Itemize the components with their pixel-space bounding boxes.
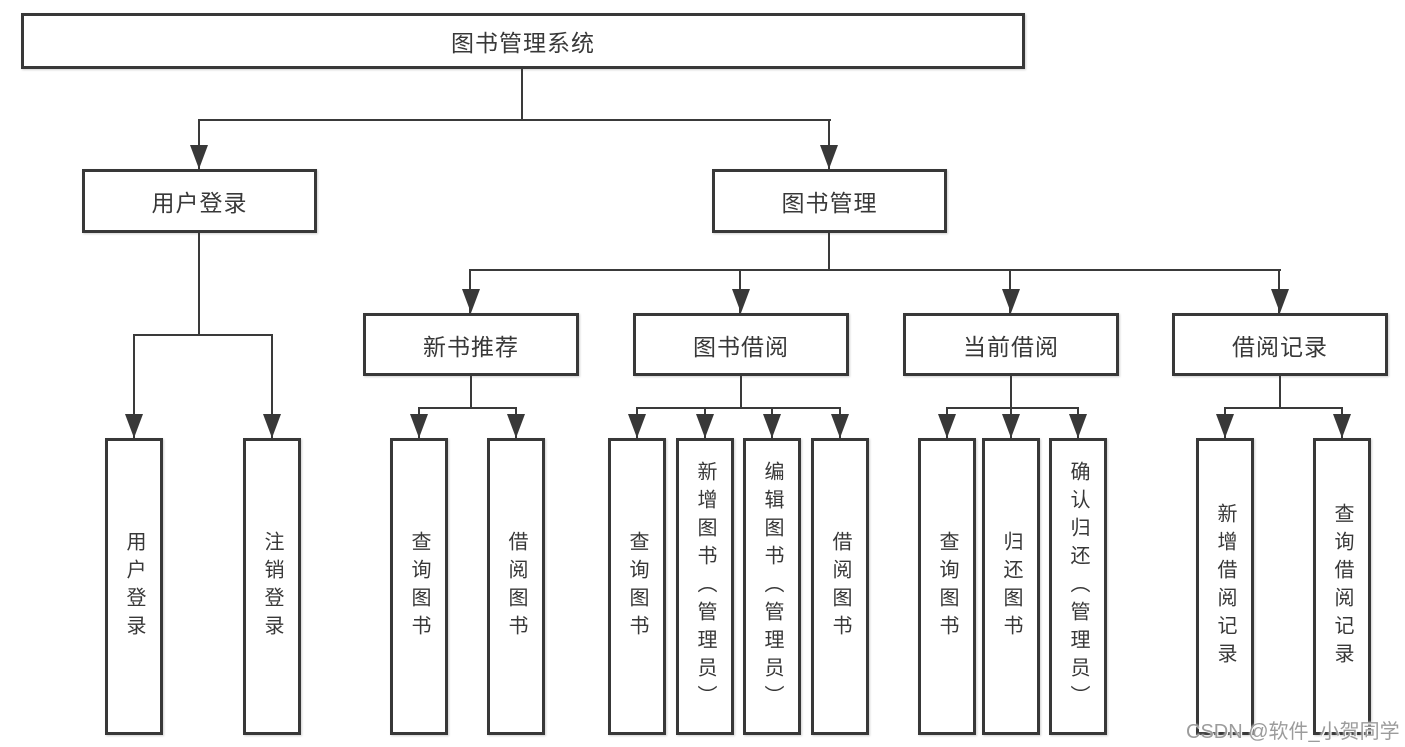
leaf-query-books-current: 查询图书 bbox=[918, 438, 976, 735]
leaf-borrow-books-borrowing: 借阅图书 bbox=[811, 438, 869, 735]
arrow-down-icon bbox=[263, 414, 281, 438]
connector-line bbox=[1224, 407, 1343, 409]
arrow-down-icon bbox=[763, 414, 781, 438]
node-user-login: 用户登录 bbox=[82, 169, 317, 233]
connector-line bbox=[828, 119, 830, 169]
leaf-query-books-recommend: 查询图书 bbox=[390, 438, 448, 735]
watermark: CSDN @软件_小贺同学 bbox=[1186, 721, 1400, 743]
connector-line bbox=[740, 376, 742, 408]
connector-line bbox=[198, 233, 200, 335]
connector-line bbox=[636, 407, 841, 409]
connector-line bbox=[1279, 376, 1281, 408]
leaf-borrow-books-recommend: 借阅图书 bbox=[487, 438, 545, 735]
arrow-down-icon bbox=[462, 289, 480, 313]
node-label: 用户登录 bbox=[151, 190, 248, 216]
leaf-user-login: 用户登录 bbox=[105, 438, 163, 735]
arrow-down-icon bbox=[1333, 414, 1351, 438]
connector-line bbox=[418, 407, 517, 409]
node-label: 查询图书 bbox=[408, 530, 430, 643]
node-label: 用户登录 bbox=[123, 530, 145, 643]
connector-line bbox=[469, 269, 1281, 271]
node-label: 新增图书（管理员） bbox=[694, 460, 716, 713]
node-label: 注销登录 bbox=[261, 530, 283, 643]
node-label: 查询图书 bbox=[936, 530, 958, 643]
node-label: 图书管理 bbox=[781, 190, 878, 216]
connector-line bbox=[470, 376, 472, 408]
arrow-down-icon bbox=[190, 145, 208, 169]
leaf-edit-book-admin: 编辑图书（管理员） bbox=[743, 438, 801, 735]
arrow-down-icon bbox=[820, 145, 838, 169]
arrow-down-icon bbox=[696, 414, 714, 438]
connector-line bbox=[1010, 376, 1012, 408]
node-label: 确认归还（管理员） bbox=[1067, 460, 1089, 713]
arrow-down-icon bbox=[1002, 414, 1020, 438]
arrow-down-icon bbox=[1216, 414, 1234, 438]
node-label: 新增借阅记录 bbox=[1214, 502, 1236, 671]
connector-line bbox=[828, 233, 830, 271]
leaf-add-book-admin: 新增图书（管理员） bbox=[676, 438, 734, 735]
arrow-down-icon bbox=[1002, 289, 1020, 313]
node-label: 当前借阅 bbox=[963, 333, 1059, 360]
node-label: 编辑图书（管理员） bbox=[761, 460, 783, 713]
node-label: 归还图书 bbox=[1000, 530, 1022, 643]
leaf-confirm-return-admin: 确认归还（管理员） bbox=[1049, 438, 1107, 735]
connector-line bbox=[198, 119, 200, 169]
arrow-down-icon bbox=[507, 414, 525, 438]
node-system-root: 图书管理系统 bbox=[21, 13, 1025, 69]
node-label: 查询借阅记录 bbox=[1331, 502, 1353, 671]
node-label: 借阅图书 bbox=[505, 530, 527, 643]
node-label: 查询图书 bbox=[626, 530, 648, 643]
leaf-query-borrow-record: 查询借阅记录 bbox=[1313, 438, 1371, 735]
arrow-down-icon bbox=[938, 414, 956, 438]
arrow-down-icon bbox=[628, 414, 646, 438]
leaf-add-borrow-record: 新增借阅记录 bbox=[1196, 438, 1254, 735]
connector-line bbox=[133, 334, 135, 438]
arrow-down-icon bbox=[1069, 414, 1087, 438]
node-label: 新书推荐 bbox=[423, 333, 519, 360]
leaf-return-books: 归还图书 bbox=[982, 438, 1040, 735]
node-label: 图书管理系统 bbox=[451, 30, 595, 56]
node-label: 借阅记录 bbox=[1232, 333, 1328, 360]
connector-line bbox=[521, 69, 523, 121]
connector-line bbox=[271, 334, 273, 438]
node-book-management: 图书管理 bbox=[712, 169, 947, 233]
leaf-logout: 注销登录 bbox=[243, 438, 301, 735]
arrow-down-icon bbox=[1271, 289, 1289, 313]
arrow-down-icon bbox=[732, 289, 750, 313]
connector-line bbox=[133, 334, 273, 336]
node-label: 借阅图书 bbox=[829, 530, 851, 643]
node-borrowing-records: 借阅记录 bbox=[1172, 313, 1388, 376]
node-current-borrowing: 当前借阅 bbox=[903, 313, 1119, 376]
node-new-book-recommend: 新书推荐 bbox=[363, 313, 579, 376]
arrow-down-icon bbox=[125, 414, 143, 438]
arrow-down-icon bbox=[410, 414, 428, 438]
connector-line bbox=[198, 119, 831, 121]
leaf-query-books-borrowing: 查询图书 bbox=[608, 438, 666, 735]
arrow-down-icon bbox=[831, 414, 849, 438]
connector-line bbox=[946, 407, 1079, 409]
node-book-borrowing: 图书借阅 bbox=[633, 313, 849, 376]
node-label: 图书借阅 bbox=[693, 333, 789, 360]
